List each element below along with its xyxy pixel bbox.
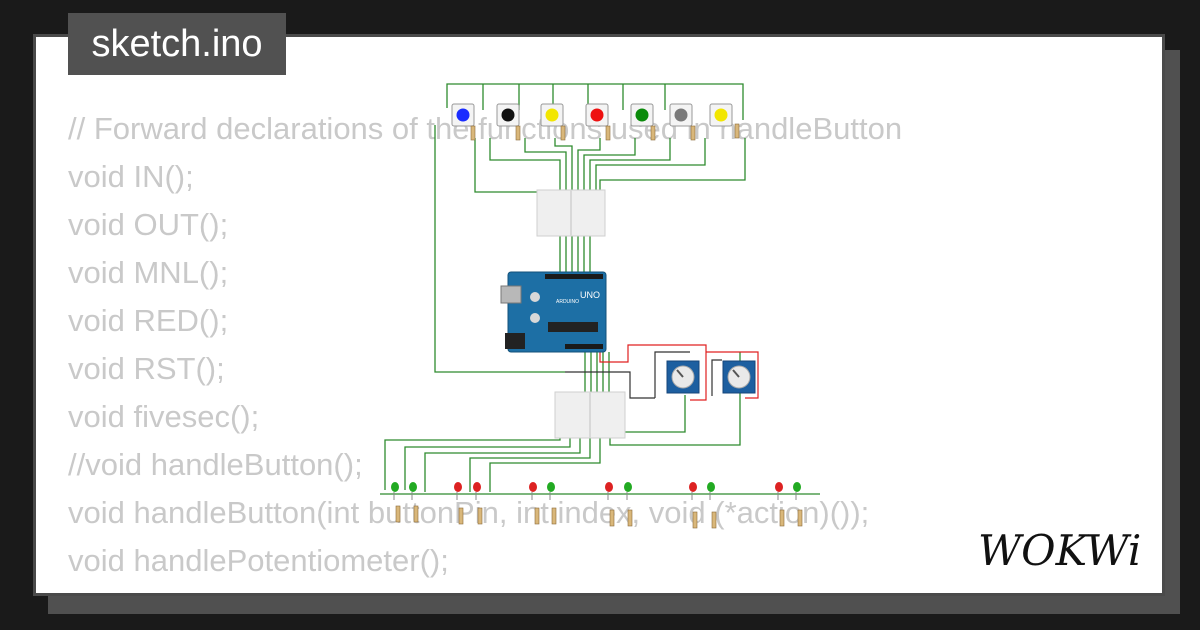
- led-red: [775, 482, 783, 500]
- pushbutton[interactable]: [669, 103, 693, 127]
- wires-red: [599, 344, 759, 401]
- wokwi-logo: WOKWi: [978, 527, 1141, 575]
- pushbutton[interactable]: [709, 103, 733, 127]
- wokwi-logo-text: WOKWi: [978, 527, 1141, 575]
- code-line: //void handleButton();: [68, 447, 363, 482]
- pushbutton[interactable]: [451, 103, 475, 127]
- led-green: [793, 482, 801, 500]
- code-line: void RED();: [68, 303, 229, 338]
- wires-black: [565, 351, 722, 399]
- file-tab[interactable]: sketch.ino: [68, 13, 286, 75]
- pushbutton[interactable]: [496, 103, 520, 127]
- code-preview: // Forward declarations of the functions…: [68, 105, 902, 585]
- pushbuttons: [451, 103, 733, 127]
- wires-green: [380, 83, 820, 495]
- led-red: [529, 482, 537, 500]
- potentiometers: [666, 360, 756, 394]
- code-line: void OUT();: [68, 207, 229, 242]
- breadboard-bottom: [554, 391, 626, 439]
- leds: [391, 482, 801, 500]
- board-brand: ARDUINO: [556, 299, 579, 305]
- led-green: [624, 482, 632, 500]
- code-line: void MNL();: [68, 255, 229, 290]
- led-red: [689, 482, 697, 500]
- led-red: [605, 482, 613, 500]
- pushbutton[interactable]: [585, 103, 609, 127]
- code-line: void IN();: [68, 159, 194, 194]
- led-green: [409, 482, 417, 500]
- code-line: // Forward declarations of the functions…: [68, 111, 903, 146]
- potentiometer-2[interactable]: [722, 360, 756, 394]
- potentiometer-1[interactable]: [666, 360, 700, 394]
- code-line: void handlePotentiometer();: [68, 543, 449, 578]
- led-red: [473, 482, 481, 500]
- code-line: void fivesec();: [68, 399, 260, 434]
- pushbutton[interactable]: [540, 103, 564, 127]
- board-label: UNO: [580, 290, 600, 300]
- led-green: [707, 482, 715, 500]
- code-line: void RST();: [68, 351, 225, 386]
- pushbutton[interactable]: [630, 103, 654, 127]
- resistors-bottom: [395, 505, 803, 529]
- led-green: [547, 482, 555, 500]
- led-red: [454, 482, 462, 500]
- arduino-uno: UNO ARDUINO: [500, 271, 607, 353]
- breadboard-top: [536, 189, 606, 237]
- resistors-top: [470, 123, 740, 141]
- led-green: [391, 482, 399, 500]
- code-line: void handleButton(int buttonPin, int ind…: [68, 495, 870, 530]
